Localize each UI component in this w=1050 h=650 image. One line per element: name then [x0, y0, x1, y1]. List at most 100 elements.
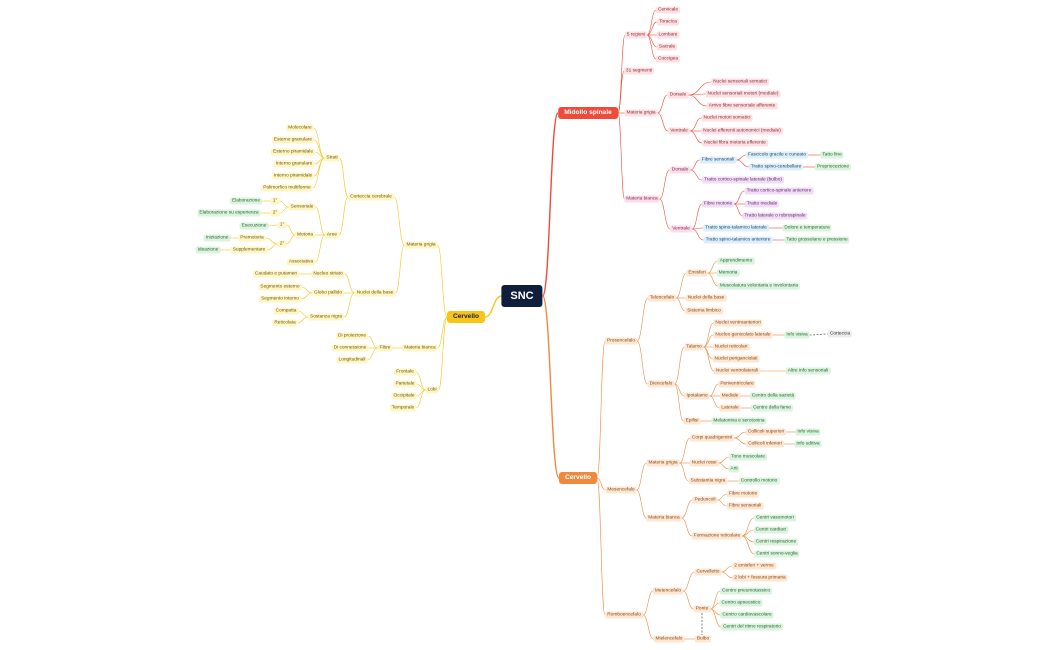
node-fascicolo-gracile[interactable]: Fascicolo gracile e cuneato: [745, 151, 809, 159]
node-31-segmenti[interactable]: 31 segmenti: [623, 67, 655, 75]
node-nuclei-ventrolaterali[interactable]: Nuclei ventrolaterali: [713, 367, 761, 375]
node-compatta[interactable]: Compatta: [273, 307, 299, 315]
node-ipotalamo[interactable]: Ipotalamo: [684, 392, 710, 400]
node-centri-sonno-veglia[interactable]: Centri sonno-veglia: [754, 550, 800, 558]
node-globo-pallido[interactable]: Globo pallido: [311, 289, 345, 297]
node-iniziazione[interactable]: Iniziazione: [203, 234, 231, 242]
node-y-materia-grigia[interactable]: Materia grigia: [404, 241, 438, 249]
node-materia-bianca-midollo[interactable]: Materia bianca: [624, 195, 660, 203]
node-reticolata[interactable]: Reticolata: [272, 319, 298, 327]
node-segmento-esterno[interactable]: Segmento esterno: [258, 283, 302, 291]
node-nuclei-sensoriali-somatici[interactable]: Nuclei sensoriali somatici: [711, 78, 769, 86]
node-strati[interactable]: Strati: [324, 154, 340, 162]
node-centri-ritmo-respiratorio[interactable]: Centri del ritmo respiratorio: [721, 623, 783, 631]
node-centro-fame[interactable]: Centro della fame: [751, 404, 793, 412]
node-nuclei-motori-somatici[interactable]: Nuclei motori somatici: [701, 114, 753, 122]
node-cervicale[interactable]: Cervicale: [656, 6, 680, 14]
node-dolore-temperatura[interactable]: Dolore e temperatura: [782, 224, 832, 232]
node-info-visiva-talamo[interactable]: Info visiva: [784, 331, 810, 339]
node-mielencefalo[interactable]: Mielencefalo: [653, 635, 685, 643]
node-longitudinali[interactable]: Longitudinali: [336, 356, 368, 364]
node-materia-grigia-midollo[interactable]: Materia grigia: [624, 109, 658, 117]
node-cortico-spinale-anteriore[interactable]: Tratto cortico-spinale anteriore: [744, 187, 814, 195]
node-fibre[interactable]: Fibre: [377, 344, 393, 352]
node-propriocezione[interactable]: Propriocezione: [815, 163, 851, 171]
node-centro-pneumotassico[interactable]: Centro pneumotassico: [720, 587, 772, 595]
node-sensoriale[interactable]: Sensoriale: [288, 203, 316, 211]
node-collicoli-inferiori[interactable]: Collicoli inferiori: [746, 440, 784, 448]
node-peduncoli-fibre-sensoriali[interactable]: Fibre sensoriali: [726, 502, 764, 510]
node-controllo-motorio[interactable]: Controllo motorio: [738, 477, 780, 485]
node-toracica[interactable]: Toracica: [657, 18, 679, 26]
node-prosencefalo[interactable]: Prosencefalo: [605, 337, 637, 345]
node-laterale[interactable]: Laterale: [719, 404, 741, 412]
branch-cervello-yellow[interactable]: Cervello: [446, 311, 486, 323]
node-y-materia-bianca[interactable]: Materia bianca: [402, 344, 438, 352]
root-node-snc[interactable]: SNC: [501, 285, 543, 307]
node-motoria-2[interactable]: 2°: [277, 240, 287, 248]
node-segmento-interno[interactable]: Segmento interno: [259, 295, 301, 303]
node-romboencefalo[interactable]: Romboencefalo: [605, 611, 643, 619]
node-nuclei-ventroanteriori[interactable]: Nuclei ventroanteriori: [713, 319, 763, 327]
node-interno-piramidale[interactable]: Interno piramidale: [271, 172, 315, 180]
node-interno-granulare[interactable]: Interno granulare: [273, 160, 315, 168]
node-ponte[interactable]: Ponte: [693, 605, 711, 613]
node-motoria-1[interactable]: 1°: [277, 221, 287, 229]
node-nuclei-fibra-motoria[interactable]: Nuclei fibra motoria efferente: [702, 139, 768, 147]
node-metencefalo[interactable]: Metencefalo: [652, 587, 684, 595]
node-di-proiezione[interactable]: Di proiezione: [336, 332, 368, 340]
node-centri-cardiaci[interactable]: Centri cardiaci: [753, 526, 789, 534]
node-premotoria[interactable]: Premotoria: [238, 234, 266, 242]
node-nuclei-sensoriali-motori[interactable]: Nuclei sensoriali motori (mediale): [705, 90, 781, 98]
node-associativa[interactable]: Associativa: [286, 258, 316, 266]
node-centro-apneustico[interactable]: Centro apneustico: [719, 599, 763, 607]
node-spino-talamico-anteriore[interactable]: Tratto spino-talamico anteriore: [703, 236, 773, 244]
node-temporale[interactable]: Temporale: [389, 404, 417, 412]
node-nuclei-efferenti[interactable]: Nuclei efferenti autonomici (mediale): [701, 127, 783, 135]
node-bulbo[interactable]: Bulbo: [694, 635, 712, 643]
node-2-emisferi-verme[interactable]: 2 emisferi + verme: [732, 562, 776, 570]
node-collicoli-superiori[interactable]: Collicoli superiori: [745, 428, 787, 436]
node-elaborazione-esperienza[interactable]: Elaborazione su esperienza: [197, 209, 261, 217]
node-tratto-mediale[interactable]: Tratto mediale: [744, 200, 780, 208]
node-mesencefalo[interactable]: Mesencefalo: [605, 486, 637, 494]
node-arti[interactable]: Arti: [728, 465, 740, 473]
node-cortico-spinale-laterale[interactable]: Tratto cortico-spinale laterale (bulbo): [702, 176, 784, 184]
node-centro-sazieta[interactable]: Centro della sazietà: [749, 392, 797, 400]
node-polimorfico-multiforme[interactable]: Polimorfico multiforme: [261, 184, 313, 192]
node-coccigea[interactable]: Coccigea: [656, 55, 680, 63]
node-emisferi[interactable]: Emisferi: [686, 269, 708, 277]
node-nuclei-della-base-o[interactable]: Nuclei della base: [685, 294, 727, 302]
node-bianca-dorsale[interactable]: Dorsale: [669, 166, 691, 174]
node-occipitale[interactable]: Occipitale: [391, 392, 417, 400]
node-mediale[interactable]: Mediale: [719, 392, 741, 400]
node-info-visiva-collicoli[interactable]: Info visiva: [795, 428, 821, 436]
node-lombare[interactable]: Lombare: [656, 31, 680, 39]
node-peduncoli-fibre-motorie[interactable]: Fibre motorie: [726, 490, 760, 498]
node-melatonina[interactable]: Melatonina e serotonina: [711, 417, 767, 425]
node-motoria[interactable]: Motoria: [295, 231, 315, 239]
node-grigia-ventrale[interactable]: Ventrale: [668, 127, 690, 135]
node-nuclei-rossi[interactable]: Nuclei rossi: [689, 459, 719, 467]
node-5-regioni[interactable]: 5 regioni: [624, 31, 648, 39]
node-fibre-sensoriali[interactable]: Fibre sensoriali: [699, 156, 737, 164]
node-nucleo-genicolato[interactable]: Nucleo genicolato laterale: [713, 331, 773, 339]
node-di-connessione[interactable]: Di connessione: [331, 344, 369, 352]
node-epifisi[interactable]: Epifisi: [683, 417, 701, 425]
node-diencefalo[interactable]: Diencefalo: [647, 380, 675, 388]
node-arrivo-fibre[interactable]: Arrivo fibre sensoriale afferente: [706, 102, 778, 110]
node-molecolare[interactable]: Molecolare: [286, 124, 314, 132]
node-ideazione[interactable]: Ideazione: [195, 246, 221, 254]
node-centro-cardiovascolare[interactable]: Centro cardiovascolare: [720, 611, 774, 619]
node-tatto-grossolano[interactable]: Tatto grossolano e pressione: [784, 236, 850, 244]
node-elaborazione[interactable]: Elaborazione: [229, 197, 263, 205]
node-esecuzione[interactable]: Esecuzione: [239, 222, 269, 230]
node-frontale[interactable]: Frontale: [394, 368, 416, 376]
node-caudato-putamen[interactable]: Caudato e putamen: [252, 270, 300, 278]
node-tatto-fine[interactable]: Tatto fine: [820, 151, 844, 159]
node-telencefalo[interactable]: Telencefalo: [647, 294, 677, 302]
node-aree[interactable]: Aree: [324, 231, 340, 239]
node-lobi[interactable]: Lobi: [425, 386, 439, 394]
node-centri-vasomotori[interactable]: Centri vasomotori: [754, 514, 796, 522]
node-talamo[interactable]: Talamo: [684, 343, 704, 351]
